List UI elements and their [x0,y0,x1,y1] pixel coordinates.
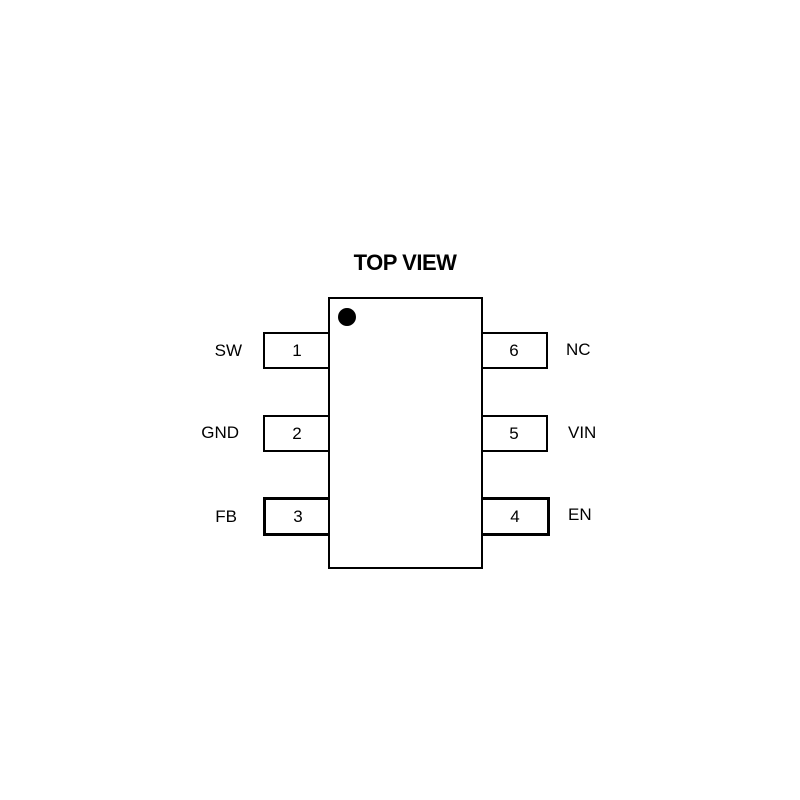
pin-5-label: VIN [568,423,597,442]
pin-3: 3 [263,497,333,536]
pin-number: 6 [509,340,519,360]
pin-5: 5 [480,415,548,452]
pin-1: 1 [263,332,331,369]
pin-number: 2 [292,423,302,443]
pin-number: 3 [293,506,303,526]
pin-6: 6 [480,332,548,369]
pin-6-label: NC [566,340,591,359]
pin-3-label: FB [215,507,237,526]
pin-2: 2 [263,415,331,452]
pin-4: 4 [480,497,550,536]
pin-4-label: EN [568,505,592,524]
pin-number: 4 [510,506,520,526]
pin-number: 5 [509,423,519,443]
diagram-title: TOP VIEW [353,250,457,275]
pin-number: 1 [292,340,302,360]
pin1-indicator-dot [338,308,356,326]
pin-2-label: GND [201,423,239,442]
pin-1-label: SW [214,341,242,360]
chip-body [328,297,483,569]
